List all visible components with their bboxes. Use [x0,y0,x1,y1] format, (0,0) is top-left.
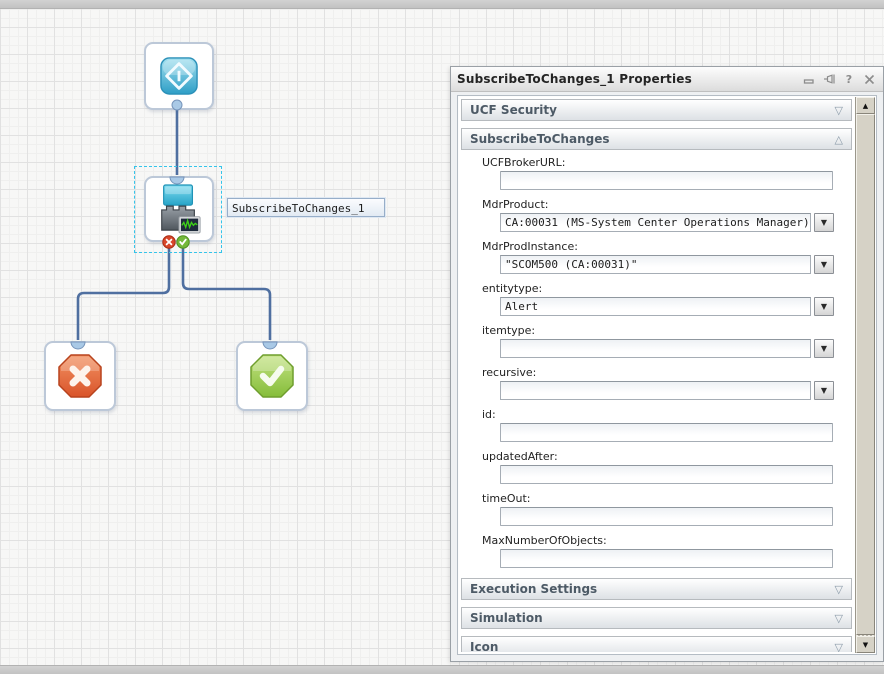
field-label-timeout: timeOut: [482,492,531,505]
panel-title: SubscribeToChanges_1 Properties [457,72,692,86]
top-gray-strip [0,0,884,9]
panel-sections: UCF Security ▽ SubscribeToChanges △ UCFB… [461,99,852,652]
scrollbar-thumb[interactable] [856,114,875,635]
mdrproduct-dropdown[interactable]: CA:00031 (MS-System Center Operations Ma… [500,213,852,232]
scroll-down-icon[interactable]: ▼ [856,636,875,653]
section-header-simulation[interactable]: Simulation ▽ [461,607,852,629]
recursive-dropdown[interactable]: ▼ [500,381,852,400]
chevron-down-icon: ▽ [834,103,843,117]
section-label: SubscribeToChanges [470,132,610,146]
failure-node[interactable] [44,341,116,411]
success-node[interactable] [236,341,308,411]
help-icon[interactable]: ? [845,72,853,86]
chevron-down-icon: ▽ [834,640,843,653]
monitor-badge-icon [178,216,201,234]
updatedafter-input[interactable] [500,465,833,484]
field-label-ucfbrokerurl: UCFBrokerURL: [482,156,566,169]
properties-panel-titlebar: SubscribeToChanges_1 Properties ? [451,67,883,92]
dropdown-arrow-icon[interactable]: ▼ [814,213,834,232]
field-label-updatedafter: updatedAfter: [482,450,558,463]
field-label-itemtype: itemtype: [482,324,536,337]
recursive-value[interactable] [500,381,811,400]
connector-module-icon [161,184,201,234]
success-octagon-icon [250,354,294,398]
section-header-icon[interactable]: Icon ▽ [461,636,852,652]
minimize-icon[interactable] [801,72,817,86]
start-node[interactable] [144,42,214,110]
chevron-up-icon: △ [834,132,843,146]
pin-icon[interactable] [821,72,837,86]
mdrprodinstance-dropdown[interactable]: "SCOM500 (CA:00031)" ▼ [500,255,852,274]
itemtype-value[interactable] [500,339,811,358]
bottom-gray-strip [0,665,884,674]
field-label-mdrprodinstance: MdrProdInstance: [482,240,578,253]
connector-success[interactable] [181,248,272,340]
ucfbrokerurl-input[interactable] [500,171,833,190]
properties-panel: SubscribeToChanges_1 Properties ? [450,66,884,662]
maxnumberofobjects-input[interactable] [500,549,833,568]
section-label: Execution Settings [470,582,598,596]
section-header-ucf-security[interactable]: UCF Security ▽ [461,99,852,121]
panel-body: UCF Security ▽ SubscribeToChanges △ UCFB… [457,95,877,655]
connector-failure[interactable] [76,248,171,340]
mdrprodinstance-value[interactable]: "SCOM500 (CA:00031)" [500,255,811,274]
scroll-up-icon[interactable]: ▲ [856,97,875,114]
subscribetochanges-form: UCFBrokerURL: MdrProduct: CA:00031 (MS-S… [461,150,852,578]
dropdown-arrow-icon[interactable]: ▼ [814,255,834,274]
section-label: UCF Security [470,103,557,117]
dropdown-arrow-icon[interactable]: ▼ [814,381,834,400]
entitytype-value[interactable]: Alert [500,297,811,316]
start-icon [160,57,198,95]
section-label: Icon [470,640,499,652]
timeout-input[interactable] [500,507,833,526]
section-label: Simulation [470,611,543,625]
chevron-down-icon: ▽ [834,582,843,596]
node-name-label[interactable]: SubscribeToChanges_1 [227,198,385,217]
field-label-entitytype: entitytype: [482,282,543,295]
id-input[interactable] [500,423,833,442]
mdrproduct-value[interactable]: CA:00031 (MS-System Center Operations Ma… [500,213,811,232]
panel-scrollbar[interactable]: ▲ ▼ [855,97,875,653]
field-label-mdrproduct: MdrProduct: [482,198,549,211]
field-label-maxnumberofobjects: MaxNumberOfObjects: [482,534,607,547]
failure-octagon-icon [58,354,102,398]
field-label-id: id: [482,408,496,421]
close-icon[interactable] [861,72,877,86]
section-header-subscribetochanges[interactable]: SubscribeToChanges △ [461,128,852,150]
subscribe-to-changes-node[interactable] [144,176,214,242]
chevron-down-icon: ▽ [834,611,843,625]
dropdown-arrow-icon[interactable]: ▼ [814,339,834,358]
dropdown-arrow-icon[interactable]: ▼ [814,297,834,316]
field-label-recursive: recursive: [482,366,537,379]
section-header-execution-settings[interactable]: Execution Settings ▽ [461,578,852,600]
entitytype-dropdown[interactable]: Alert ▼ [500,297,852,316]
itemtype-dropdown[interactable]: ▼ [500,339,852,358]
